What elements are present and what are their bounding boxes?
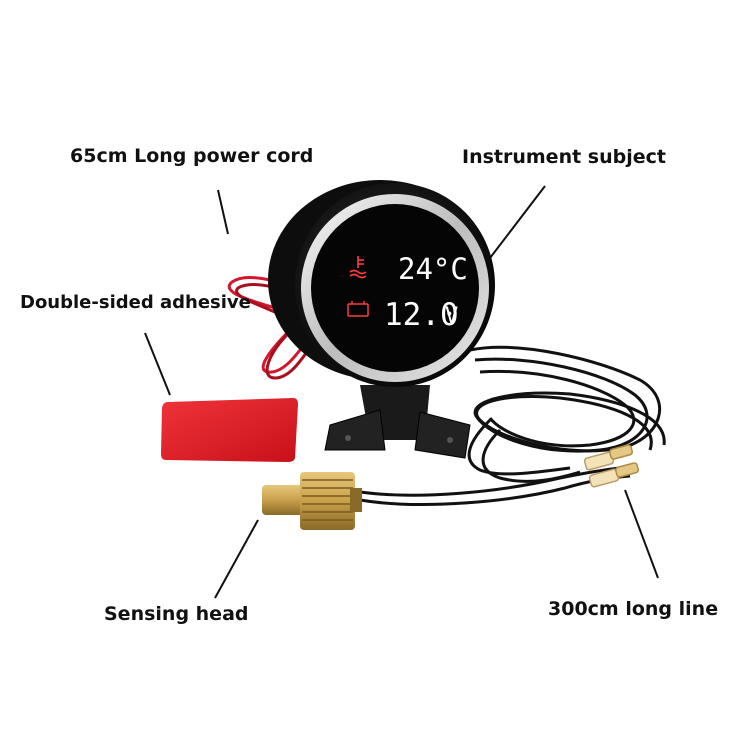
- pointer-line-adhesive: [144, 332, 171, 396]
- label-double-sided-adhesive: Double-sided adhesive: [20, 292, 251, 313]
- coolant-temperature-icon: [349, 256, 367, 279]
- pointer-line-power-cord: [217, 189, 229, 235]
- temperature-reading: 24°C: [398, 252, 468, 286]
- pointer-line-instrument: [489, 185, 546, 259]
- label-long-line: 300cm long line: [548, 598, 719, 620]
- connectors: [583, 444, 639, 488]
- mounting-bracket: [324, 385, 471, 459]
- voltage-unit: V: [445, 304, 458, 329]
- voltage-reading: 12.0: [384, 297, 459, 333]
- label-power-cord: 65cm Long power cord: [70, 145, 314, 167]
- adhesive-pad: [161, 398, 298, 462]
- battery-icon: [347, 301, 369, 317]
- pointer-line-long-line: [624, 489, 659, 579]
- sensing-head: [262, 472, 362, 530]
- label-instrument-subject: Instrument subject: [462, 146, 666, 168]
- display-screen: [311, 204, 479, 372]
- gauge-body: [268, 180, 495, 387]
- pointer-line-sensing-head: [214, 519, 259, 599]
- label-sensing-head: Sensing head: [104, 603, 249, 625]
